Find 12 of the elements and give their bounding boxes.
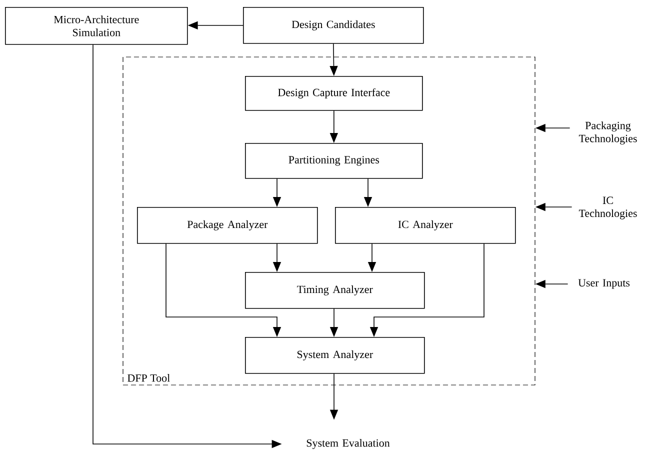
process-box: Design Candidates <box>243 7 424 44</box>
process-box: Micro-Architecture Simulation <box>5 7 188 45</box>
process-box: Partitioning Engines <box>245 143 423 179</box>
process-box: IC Analyzer <box>335 207 516 244</box>
process-box: System Analyzer <box>245 337 425 374</box>
process-box: Timing Analyzer <box>245 272 425 309</box>
input-label: User Inputs <box>578 279 630 289</box>
input-label: IC Technologies <box>578 196 637 220</box>
process-box: Design Capture Interface <box>245 76 423 111</box>
input-label: System Evaluation <box>306 439 390 449</box>
input-label: Packaging Technologies <box>578 122 637 144</box>
process-box: Package Analyzer <box>137 207 318 244</box>
